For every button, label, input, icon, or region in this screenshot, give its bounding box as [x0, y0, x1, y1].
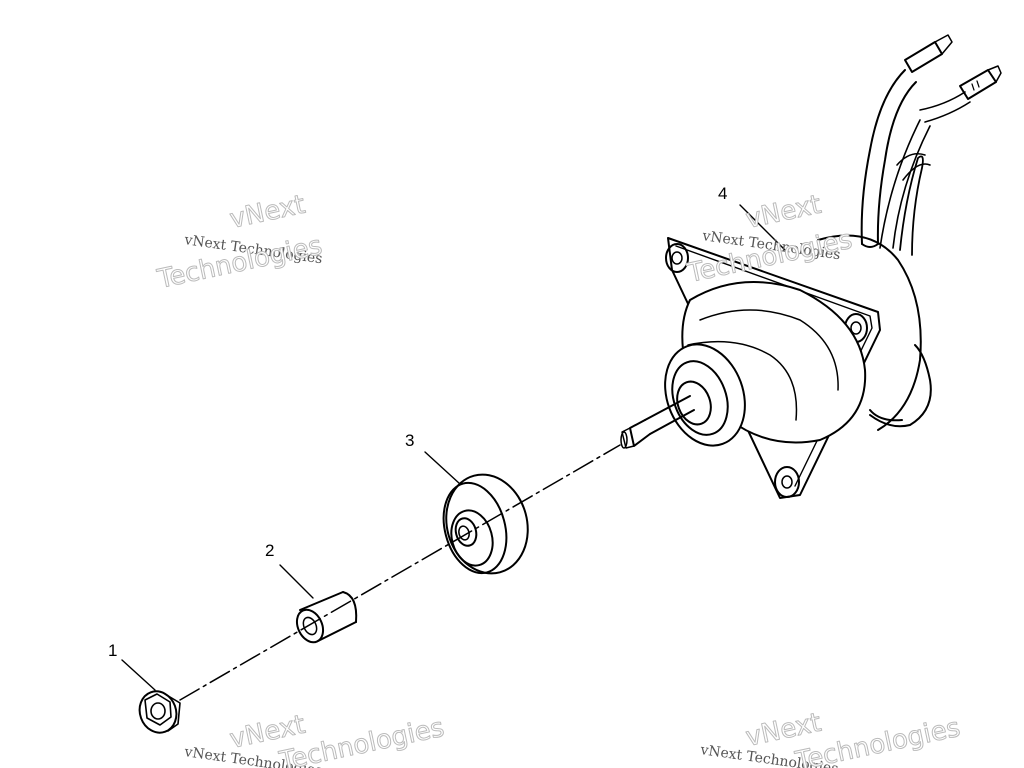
leader-line-1 — [121, 659, 156, 691]
part-1-flange-nut — [138, 690, 181, 734]
callout-1: 1 — [108, 641, 117, 660]
assembly-axis-line — [179, 444, 621, 701]
callout-2: 2 — [265, 541, 274, 560]
watermark-bottom-right: vNext vNext Technologies Technologies — [698, 707, 963, 768]
terminal-connector-1 — [904, 41, 943, 73]
callout-4: 4 — [718, 184, 727, 203]
watermark-big-text: vNext — [743, 190, 824, 235]
motor-shaft — [644, 395, 695, 435]
part-2-spacer — [295, 591, 358, 644]
leader-line-4 — [739, 204, 786, 251]
watermark-top-left: vNext vNext Technologies Technologies — [154, 189, 326, 295]
motor-wire-1 — [860, 69, 906, 245]
part-3-grommet — [442, 473, 529, 575]
motor-wire-2 — [879, 119, 931, 249]
leader-line-3 — [424, 451, 461, 485]
part-4-motor-assembly — [620, 34, 1002, 499]
watermark-bottom-left: vNext vNext Technologies Technologies — [182, 709, 447, 768]
callout-3: 3 — [405, 431, 414, 450]
leader-line-2 — [279, 564, 314, 599]
watermark-big-text: vNext — [227, 190, 308, 235]
